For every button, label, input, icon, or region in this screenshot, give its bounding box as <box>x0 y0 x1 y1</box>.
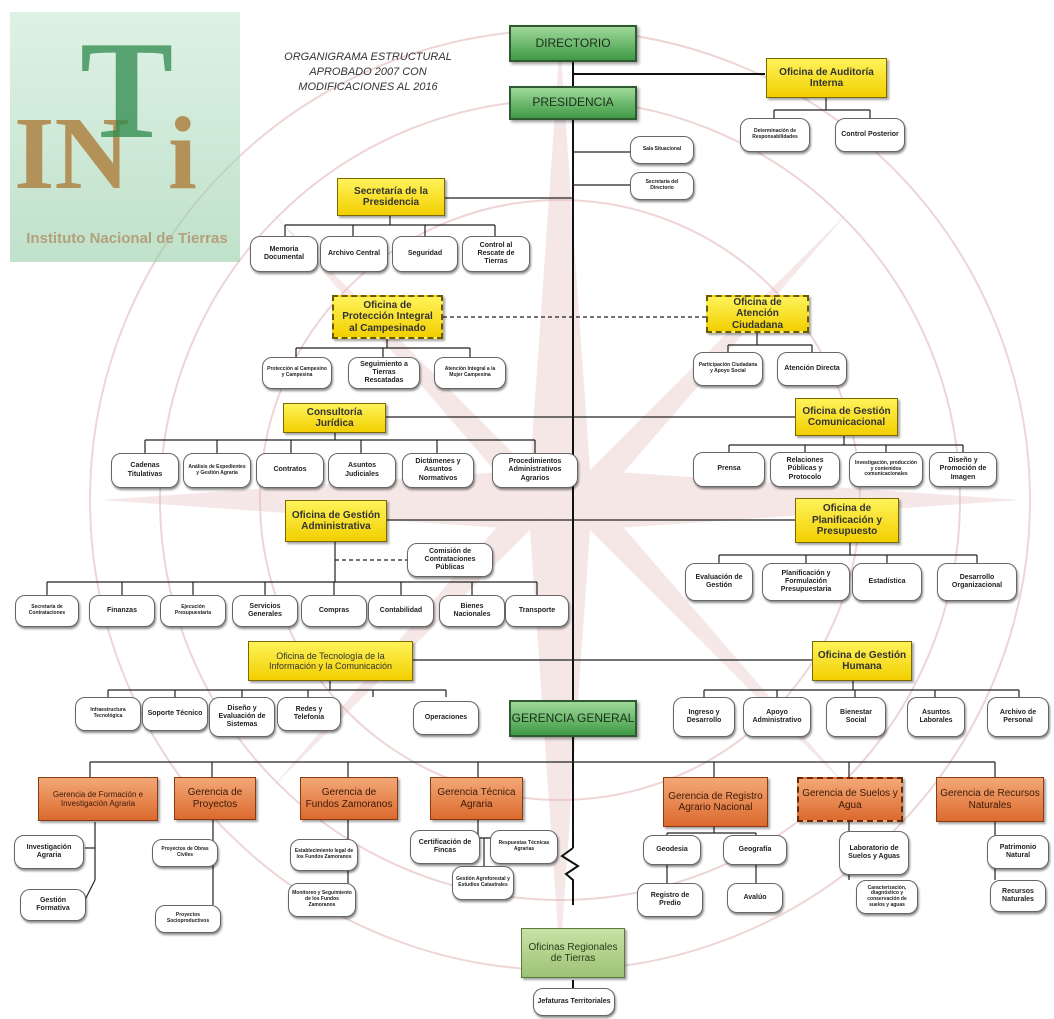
logo-background <box>10 12 240 262</box>
title-line-1: ORGANIGRAMA ESTRUCTURAL <box>284 51 452 63</box>
node-sala-situacional: Sala Situacional <box>630 136 694 164</box>
node-tec-4: Redes y Telefonía <box>277 697 341 731</box>
node-adm-6: Contabilidad <box>368 595 434 627</box>
node-g-recursos: Gerencia de Recursos Naturales <box>936 777 1044 822</box>
node-gz-1: Establecimiento legal de los Fundos Zamo… <box>290 839 358 871</box>
node-tec-1: Infraestructura Tecnológica <box>75 697 141 731</box>
logo-name: Instituto Nacional de Tierras <box>26 230 228 247</box>
node-hum-3: Bienestar Social <box>826 697 886 737</box>
node-g-suelos: Gerencia de Suelos y Agua <box>797 777 903 822</box>
node-comision: Comisión de Contrataciones Públicas <box>407 543 493 577</box>
node-at-1: Participación Ciudadana y Apoyo Social <box>693 352 763 386</box>
node-gs-2: Caracterización, diagnóstico y conservac… <box>856 880 918 914</box>
node-hum-5: Archivo de Personal <box>987 697 1049 737</box>
node-g-proyectos: Gerencia de Proyectos <box>174 777 256 820</box>
node-secretaria: Secretaría de la Presidencia <box>337 178 445 216</box>
logo-letters-in: IN <box>14 96 130 211</box>
inti-logo: IN T i Instituto Nacional de Tierras <box>10 12 240 262</box>
node-auditoria: Oficina de Auditoría Interna <box>766 58 887 98</box>
node-gr-3: Registro de Predio <box>637 883 703 917</box>
node-adm-4: Servicios Generales <box>232 595 298 627</box>
node-gz-2: Monitoreo y Seguimiento de los Fundos Za… <box>288 883 356 917</box>
node-prot-3: Atención Integral a la Mujer Campesina <box>434 357 506 389</box>
node-tec-2: Soporte Técnico <box>142 697 208 731</box>
node-consultoria: Consultoría Jurídica <box>283 403 386 433</box>
node-secretaria-directorio: Secretaría del Directorio <box>630 172 694 200</box>
node-cj-6: Procedimientos Administrativos Agrarios <box>492 453 578 488</box>
node-adm-7: Bienes Nacionales <box>439 595 505 627</box>
logo-letter-i: i <box>168 96 197 211</box>
node-aud-control: Control Posterior <box>835 118 905 152</box>
node-atencion: Oficina de Atención Ciudadana <box>706 295 809 333</box>
node-com-3: Investigación, producción y contenidos c… <box>849 452 923 487</box>
node-gn-2: Recursos Naturales <box>990 880 1046 912</box>
node-cj-4: Asuntos Judiciales <box>328 453 396 488</box>
node-gr-1: Geodesia <box>643 835 701 865</box>
node-cj-3: Contratos <box>256 453 324 488</box>
node-com-4: Diseño y Promoción de Imagen <box>929 452 997 487</box>
node-g-registro: Gerencia de Registro Agrario Nacional <box>663 777 768 827</box>
node-humana: Oficina de Gestión Humana <box>812 641 912 681</box>
node-proteccion: Oficina de Protección Integral al Campes… <box>332 295 443 339</box>
node-hum-2: Apoyo Administrativo <box>743 697 811 737</box>
node-gt-2: Respuestas Técnicas Agrarias <box>490 830 558 864</box>
node-prot-1: Protección al Campesino y Campesina <box>262 357 332 389</box>
node-com-1: Prensa <box>693 452 765 487</box>
node-hum-1: Ingreso y Desarrollo <box>673 697 735 737</box>
node-adm-8: Transporte <box>505 595 569 627</box>
node-pla-3: Estadística <box>852 563 922 601</box>
node-adm-2: Finanzas <box>89 595 155 627</box>
node-sec-archivo: Archivo Central <box>320 236 388 272</box>
node-com-2: Relaciones Públicas y Protocolo <box>770 452 840 487</box>
title-line-2: APROBADO 2007 CON <box>309 65 427 78</box>
node-directorio: DIRECTORIO <box>509 25 637 62</box>
node-g-tecnica: Gerencia Técnica Agraria <box>430 777 523 820</box>
node-at-2: Atención Directa <box>777 352 847 386</box>
node-comunicacional: Oficina de Gestión Comunicacional <box>795 398 898 436</box>
node-gp-1: Proyectos de Obras Civiles <box>152 839 218 867</box>
node-gf-2: Gestión Formativa <box>20 889 86 921</box>
node-hum-4: Asuntos Laborales <box>907 697 965 737</box>
node-prot-2: Seguimiento a Tierras Rescatadas <box>348 357 420 389</box>
logo-letter-t: T <box>80 13 174 168</box>
node-adm-3: Ejecución Presupuestaria <box>160 595 226 627</box>
node-cj-5: Dictámenes y Asuntos Normativos <box>402 453 474 488</box>
node-pla-4: Desarrollo Organizacional <box>937 563 1017 601</box>
node-g-formacion: Gerencia de Formación e Investigación Ag… <box>38 777 158 821</box>
title-line-3: MODIFICACIONES AL 2016 <box>298 80 438 93</box>
node-gerencia-general: GERENCIA GENERAL <box>509 700 637 737</box>
node-cj-1: Cadenas Titulativas <box>111 453 179 488</box>
node-tec-3: Diseño y Evaluación de Sistemas <box>209 697 275 737</box>
node-cj-2: Análisis de Expedientes y Gestión Agrari… <box>183 453 251 488</box>
node-gn-1: Patrimonio Natural <box>987 835 1049 869</box>
node-sec-seguridad: Seguridad <box>392 236 458 272</box>
node-jefaturas: Jefaturas Territoriales <box>533 988 615 1016</box>
node-administrativa: Oficina de Gestión Administrativa <box>285 500 387 542</box>
node-gt-1: Certificación de Fincas <box>410 830 480 864</box>
node-gp-2: Proyectos Socioproductivos <box>155 905 221 933</box>
node-planificacion: Oficina de Planificación y Presupuesto <box>795 498 899 543</box>
node-gr-2: Geografía <box>723 835 787 865</box>
node-presidencia: PRESIDENCIA <box>509 86 637 120</box>
node-tec-5: Operaciones <box>413 701 479 735</box>
chart-title: ORGANIGRAMA ESTRUCTURAL APROBADO 2007 CO… <box>268 50 468 95</box>
node-gf-1: Investigación Agraria <box>14 835 84 869</box>
node-gr-4: Avalúo <box>727 883 783 913</box>
node-g-fundos: Gerencia de Fundos Zamoranos <box>300 777 398 820</box>
node-gt-3: Gestión Agroforestal y Estudios Catastra… <box>452 866 514 900</box>
node-adm-1: Secretaría de Contrataciones <box>15 595 79 627</box>
node-aud-determinacion: Determinación de Responsabilidades <box>740 118 810 152</box>
node-sec-control: Control al Rescate de Tierras <box>462 236 530 272</box>
node-adm-5: Compras <box>301 595 367 627</box>
node-sec-memoria: Memoria Documental <box>250 236 318 272</box>
node-pla-2: Planificación y Formulación Presupuestar… <box>762 563 850 601</box>
node-regionales: Oficinas Regionales de Tierras <box>521 928 625 978</box>
node-gs-1: Laboratorio de Suelos y Aguas <box>839 831 909 875</box>
node-pla-1: Evaluación de Gestión <box>685 563 753 601</box>
node-tecnologia: Oficina de Tecnología de la Información … <box>248 641 413 681</box>
